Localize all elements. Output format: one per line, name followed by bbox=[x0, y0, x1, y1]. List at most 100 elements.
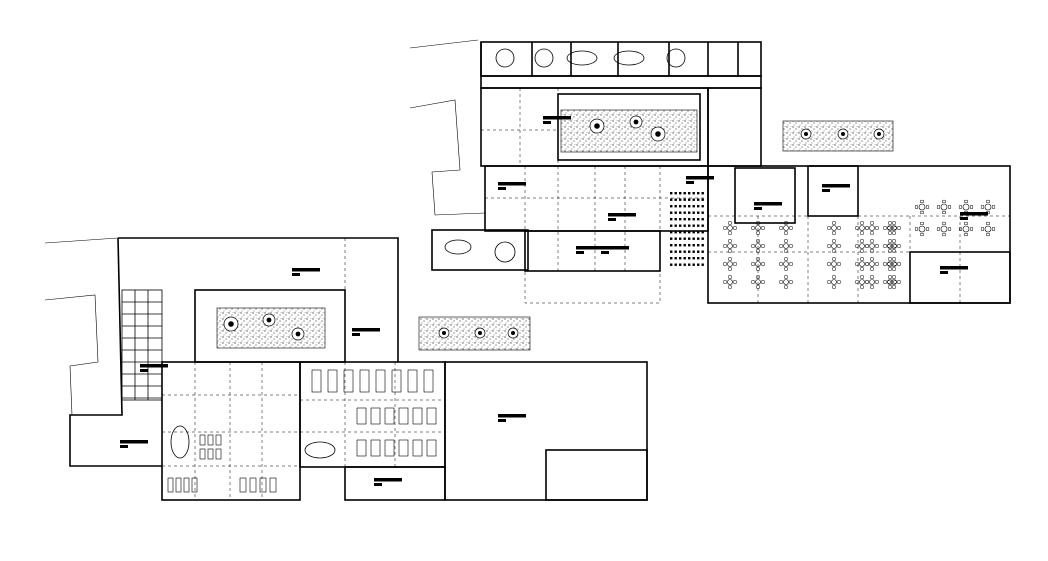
seat bbox=[688, 263, 691, 266]
desk bbox=[384, 407, 395, 425]
room-label-marker bbox=[292, 273, 300, 276]
room-label-marker bbox=[822, 184, 850, 188]
round-table bbox=[783, 225, 789, 231]
seat bbox=[692, 237, 695, 240]
seat bbox=[679, 192, 682, 195]
workstation bbox=[391, 369, 402, 393]
round-table bbox=[869, 225, 875, 231]
chair bbox=[728, 285, 732, 289]
tree-trunk bbox=[442, 331, 446, 335]
round-meeting-table bbox=[666, 48, 686, 68]
chair bbox=[728, 221, 732, 225]
tree-trunk bbox=[633, 119, 639, 125]
room-label-marker bbox=[601, 251, 609, 254]
desk bbox=[207, 434, 214, 446]
chair bbox=[887, 244, 891, 248]
seat bbox=[697, 218, 700, 221]
chair bbox=[870, 257, 874, 261]
seat bbox=[679, 224, 682, 227]
chair bbox=[832, 249, 836, 253]
room-label-marker bbox=[498, 414, 526, 418]
chair bbox=[733, 262, 737, 266]
chair bbox=[751, 226, 755, 230]
desk bbox=[370, 407, 381, 425]
chair bbox=[837, 226, 841, 230]
chair bbox=[756, 249, 760, 253]
room-label-marker bbox=[292, 268, 320, 272]
chair bbox=[897, 226, 901, 230]
chair bbox=[837, 244, 841, 248]
chair bbox=[888, 239, 892, 243]
seat bbox=[679, 211, 682, 214]
round-table bbox=[918, 203, 926, 211]
chair bbox=[870, 285, 874, 289]
seat bbox=[670, 231, 673, 234]
room-label-marker bbox=[498, 187, 506, 190]
room-label-marker bbox=[543, 116, 571, 120]
chair bbox=[991, 205, 996, 209]
room-label-marker bbox=[576, 246, 604, 250]
seat bbox=[670, 198, 673, 201]
chair bbox=[964, 199, 968, 204]
seat bbox=[674, 205, 677, 208]
chair bbox=[865, 226, 869, 230]
upper-right-floor-plan bbox=[409, 39, 1011, 304]
room-label-marker bbox=[140, 364, 168, 368]
seat bbox=[670, 263, 673, 266]
chair bbox=[936, 227, 941, 231]
seat bbox=[701, 244, 704, 247]
seat bbox=[688, 198, 691, 201]
chair bbox=[756, 221, 760, 225]
site-boundary-line bbox=[44, 294, 99, 416]
seat bbox=[674, 231, 677, 234]
chair bbox=[784, 221, 788, 225]
chair bbox=[964, 221, 968, 226]
chair bbox=[784, 285, 788, 289]
round-table bbox=[727, 279, 733, 285]
chair bbox=[860, 275, 864, 279]
chair bbox=[733, 226, 737, 230]
chair bbox=[964, 232, 968, 237]
seat bbox=[674, 218, 677, 221]
chair bbox=[925, 205, 930, 209]
courtyard-garden bbox=[560, 109, 698, 153]
chair bbox=[875, 262, 879, 266]
site-boundary-line bbox=[409, 39, 479, 49]
seat bbox=[679, 231, 682, 234]
round-table bbox=[783, 279, 789, 285]
seat bbox=[697, 224, 700, 227]
chair bbox=[870, 249, 874, 253]
chair bbox=[942, 232, 946, 237]
chair bbox=[897, 280, 901, 284]
seat bbox=[683, 218, 686, 221]
chair bbox=[892, 285, 896, 289]
chair bbox=[870, 231, 874, 235]
seat bbox=[674, 263, 677, 266]
seat bbox=[683, 224, 686, 227]
chair bbox=[958, 205, 963, 209]
seat bbox=[701, 231, 704, 234]
chair bbox=[779, 262, 783, 266]
chair bbox=[936, 205, 941, 209]
chair bbox=[920, 232, 924, 237]
chair bbox=[893, 262, 897, 266]
workstation bbox=[423, 369, 434, 393]
chair bbox=[883, 262, 887, 266]
round-table bbox=[940, 203, 948, 211]
seat bbox=[670, 205, 673, 208]
seat bbox=[688, 218, 691, 221]
chair bbox=[733, 280, 737, 284]
round-table bbox=[755, 243, 761, 249]
chair bbox=[888, 221, 892, 225]
chair bbox=[986, 232, 990, 237]
round-table bbox=[891, 225, 897, 231]
seat bbox=[688, 250, 691, 253]
seat bbox=[701, 224, 704, 227]
round-table bbox=[859, 261, 865, 267]
seat bbox=[679, 205, 682, 208]
desk bbox=[239, 477, 247, 493]
chair bbox=[751, 280, 755, 284]
desk bbox=[426, 439, 437, 457]
seat bbox=[683, 250, 686, 253]
